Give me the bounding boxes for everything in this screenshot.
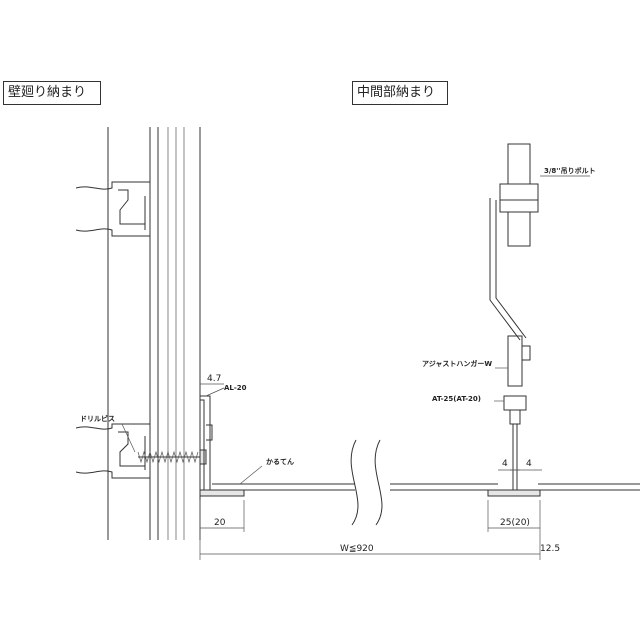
- adjust-hanger: [489, 198, 531, 387]
- at-25-bar: [487, 395, 541, 497]
- dim-al-offset: 4.7: [207, 374, 221, 384]
- dim-end-offset: 12.5: [540, 544, 560, 554]
- wall-stud-lower: [75, 423, 151, 479]
- dim-span: W≦920: [340, 544, 374, 554]
- section-title-middle: 中間部納まり: [352, 81, 448, 105]
- ceiling-panel: [212, 439, 640, 526]
- dim-at-width: 25(20): [500, 518, 530, 528]
- dim-at-left: 4: [502, 459, 508, 469]
- label-drill-screw: ドリルビス: [80, 414, 115, 423]
- wall-stud-upper: [75, 181, 151, 237]
- label-hanger-bolt: 3/8''吊りボルト: [544, 166, 596, 175]
- label-al-bar: AL-20: [224, 384, 247, 392]
- label-caulking: かるてん: [266, 458, 294, 466]
- label-at-bar: AT-25(AT-20): [432, 395, 481, 403]
- drill-screw: [137, 449, 207, 465]
- dim-at-right: 4: [526, 459, 532, 469]
- al-20-bar: [199, 395, 245, 497]
- section-title-wall-edge: 壁廻り納まり: [3, 81, 101, 105]
- label-adjust-hanger: アジャストハンガーW: [422, 359, 492, 368]
- dimension-lines: [199, 383, 542, 560]
- dim-wall-gap: 20: [214, 518, 226, 528]
- hanger-bolt: [499, 143, 539, 247]
- leader-lines: [121, 175, 590, 485]
